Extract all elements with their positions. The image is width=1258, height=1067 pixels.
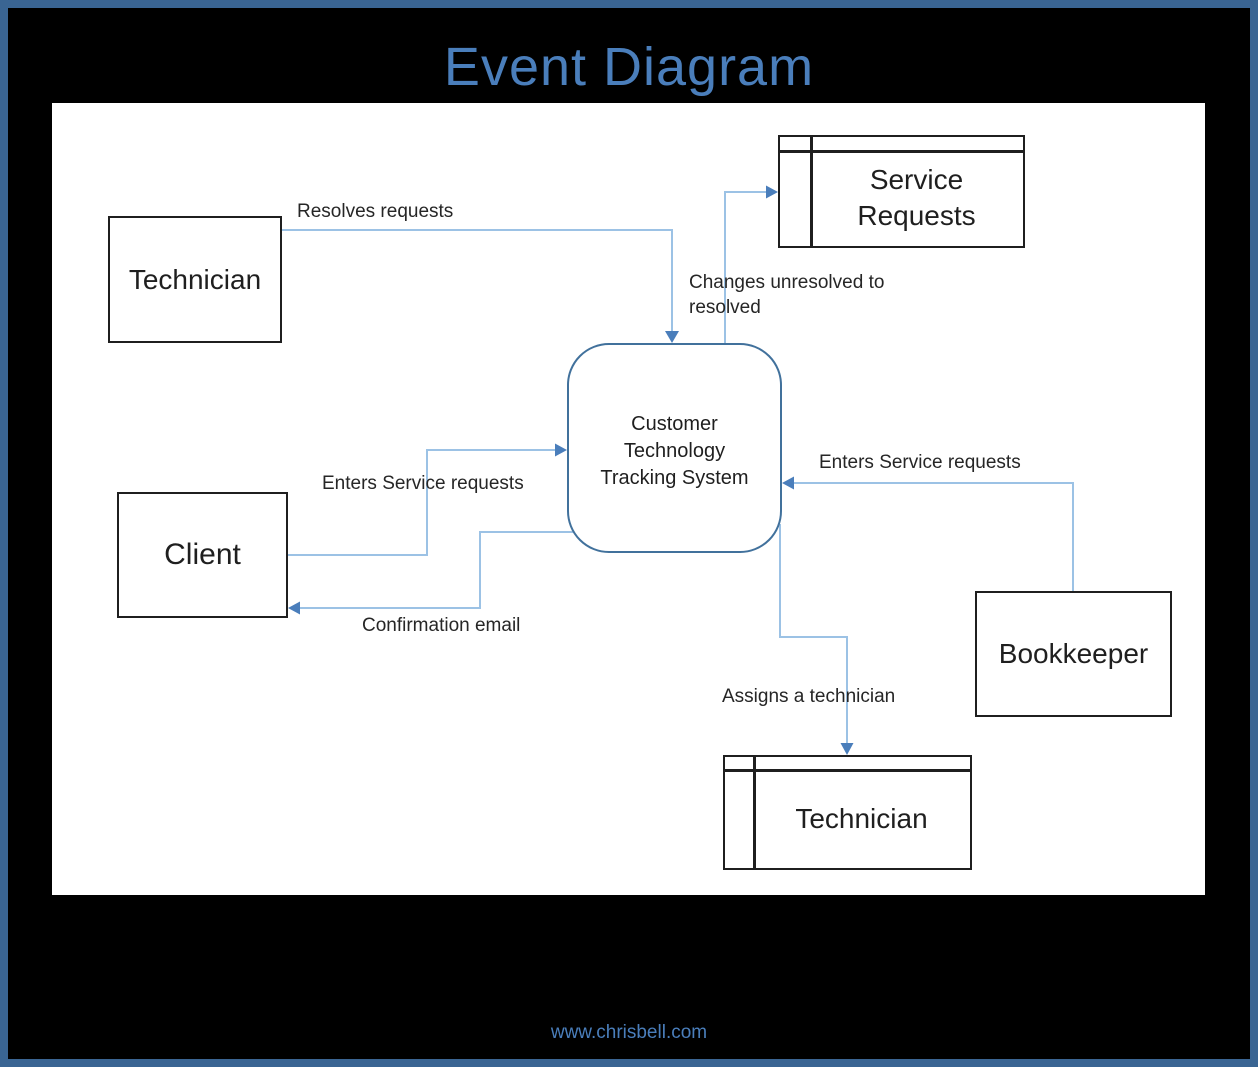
edge-label-assigns: Assigns a technician [722, 686, 896, 707]
edge-label-changes: Changes unresolved to resolved [689, 270, 919, 320]
datastore-service-requests-left-divider [810, 137, 813, 246]
datastore-technician-bottom-label-text: Technician [795, 802, 928, 834]
edge-label-changes-line2: resolved [689, 297, 761, 318]
edge-label-confirmation: Confirmation email [362, 615, 521, 636]
process-label-line1: Customer [631, 412, 718, 435]
edge-confirmation-arrowhead [288, 601, 300, 615]
edge-changes-path [724, 191, 767, 343]
datastore-technician-bottom-left-divider [753, 757, 756, 868]
connector-layer [282, 185, 1074, 755]
edge-client-enters-path [288, 449, 556, 556]
edge-changes-arrowhead [766, 185, 778, 199]
page-title: Event Diagram [443, 37, 815, 97]
entity-technician-top-label: Technician [128, 263, 262, 295]
edge-label-resolves: Resolves requests [297, 201, 454, 222]
edge-resolves-arrowhead [665, 331, 679, 343]
datastore-technician-bottom-label: Technician [725, 757, 970, 868]
edge-assigns-path [779, 524, 848, 744]
process-label-line3: Tracking System [600, 466, 749, 489]
entity-technician-top: Technician [108, 216, 282, 343]
entity-bookkeeper-label: Bookkeeper [998, 638, 1149, 669]
datastore-service-requests-label-line2: Requests [857, 200, 976, 231]
edge-label-client-enters: Enters Service requests [322, 473, 524, 494]
process-label-line2: Technology [623, 439, 726, 462]
edge-bookkeeper-enters-arrowhead [782, 476, 794, 490]
datastore-service-requests-top-divider [780, 150, 1023, 153]
entity-client: Client [117, 492, 288, 618]
edge-client-enters-arrowhead [555, 443, 567, 457]
datastore-technician-bottom: Technician [723, 755, 972, 870]
edge-bookkeeper-enters-path [793, 482, 1074, 591]
entity-bookkeeper: Bookkeeper [975, 591, 1172, 717]
entity-client-label: Client [164, 538, 241, 571]
datastore-service-requests-label-line1: Service [869, 164, 964, 195]
edge-label-bookkeeper-enters: Enters Service requests [819, 452, 1021, 473]
process-customer-technology-tracking-system: Customer Technology Tracking System [567, 343, 782, 553]
datastore-technician-bottom-top-divider [725, 769, 970, 772]
edge-label-changes-line1: Changes unresolved to [689, 272, 885, 293]
edge-resolves-path [282, 229, 673, 332]
diagram-canvas: Technician Service Requests Client Custo… [52, 103, 1205, 895]
edge-confirmation-path [299, 531, 573, 609]
website-url: www.chrisbell.com [550, 1022, 708, 1043]
datastore-service-requests-label: Service Requests [780, 137, 1023, 246]
edge-assigns-arrowhead [840, 743, 854, 755]
datastore-service-requests: Service Requests [778, 135, 1025, 248]
